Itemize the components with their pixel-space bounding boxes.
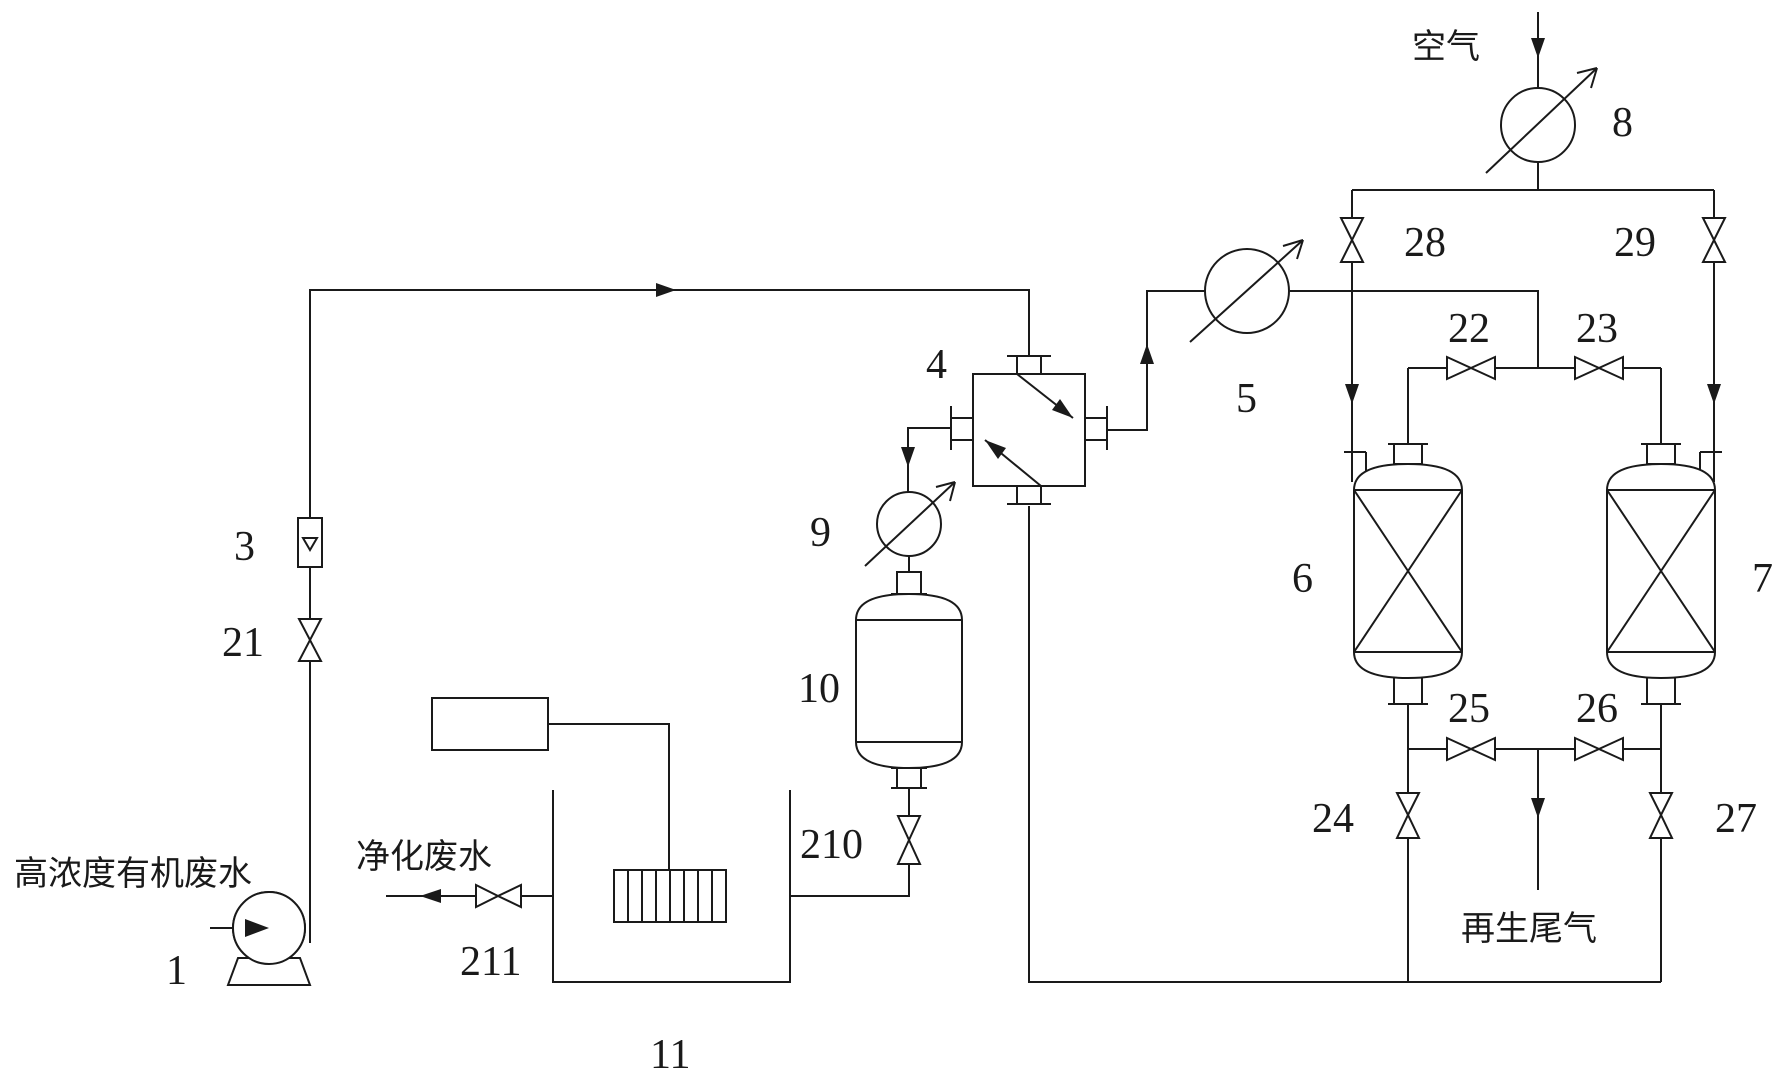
- label-valve-25: 25: [1448, 686, 1490, 732]
- label-valve-29: 29: [1614, 220, 1656, 266]
- pipe-heater5-out: [1290, 290, 1539, 368]
- arrow-feed-top: [656, 283, 676, 297]
- label-valve-210: 210: [800, 822, 863, 868]
- heater-9-arrow-line: [864, 481, 956, 567]
- flowmeter-body: [297, 517, 323, 568]
- heater-8: [1485, 67, 1598, 174]
- valve-25: [1446, 736, 1496, 762]
- separator-seams: [856, 619, 962, 743]
- adsorber-7: [1606, 443, 1722, 705]
- adsorber-7-bottom-nozzle: [1641, 678, 1681, 705]
- arrow-air-right: [1707, 384, 1721, 404]
- label-heater-9: 9: [810, 510, 831, 556]
- label-four-way-valve: 4: [926, 342, 947, 388]
- separator-neck-top: [891, 571, 927, 595]
- flowmeter: [297, 517, 323, 568]
- heater-8-arrow-head: [1576, 67, 1598, 89]
- four-way-valve-arrow-1: [1052, 399, 1073, 418]
- label-air: 空气: [1412, 27, 1480, 67]
- arrow-purified-out: [420, 889, 441, 903]
- four-way-valve-left-flange: [950, 406, 973, 450]
- pipe-return-header: [1028, 506, 1661, 983]
- four-way-valve-body: [972, 373, 1086, 487]
- adsorber-7-packing: [1606, 489, 1716, 653]
- label-heater-8: 8: [1612, 100, 1633, 146]
- label-valve-21: 21: [222, 620, 264, 666]
- pipe-air-header: [1352, 162, 1714, 191]
- four-way-valve-arrow-2: [985, 440, 1006, 459]
- separator: [855, 571, 963, 789]
- label-valve-23: 23: [1576, 306, 1618, 352]
- tank-heater-coil-segments: [627, 870, 713, 922]
- arrow-air-left: [1345, 384, 1359, 404]
- label-pump: 1: [166, 948, 187, 994]
- four-way-valve-bottom-flange: [1007, 486, 1051, 505]
- label-feed: 高浓度有机废水: [14, 854, 252, 894]
- label-heater-5: 5: [1236, 376, 1257, 422]
- valves: [297, 217, 1727, 909]
- tank-controller: [431, 697, 549, 751]
- heater-5-arrow-line: [1189, 239, 1304, 343]
- labels: 空气 高浓度有机废水 净化废水 再生尾气 1 3 4 5 6 7 8 9 10 …: [14, 27, 1773, 1078]
- label-valve-22: 22: [1448, 306, 1490, 352]
- pipe-to-heater-9: [907, 427, 951, 493]
- label-adsorber-7: 7: [1752, 556, 1773, 602]
- label-purified: 净化废水: [356, 837, 492, 877]
- valve-21: [297, 618, 323, 662]
- pipe-feed-top: [309, 289, 1030, 518]
- pump-impeller-arrow: [245, 919, 269, 937]
- four-way-valve: [950, 355, 1108, 505]
- adsorber-7-top-nozzle: [1641, 443, 1681, 465]
- label-valve-27: 27: [1715, 796, 1757, 842]
- flow-arrows: [245, 38, 1721, 936]
- arrow-air-in: [1531, 38, 1545, 58]
- flowmeter-float: [301, 537, 319, 552]
- label-valve-26: 26: [1576, 686, 1618, 732]
- label-adsorber-6: 6: [1292, 556, 1313, 602]
- valve-22: [1446, 355, 1496, 381]
- valve-29: [1701, 217, 1727, 263]
- label-regen-gas: 再生尾气: [1461, 909, 1597, 949]
- adsorber-6-packing: [1353, 489, 1463, 653]
- heater-8-arrow-line: [1485, 67, 1598, 174]
- valve-28: [1339, 217, 1365, 263]
- valve-210: [896, 815, 922, 865]
- separator-neck-bottom: [891, 767, 927, 789]
- valve-23: [1574, 355, 1624, 381]
- label-valve-28: 28: [1404, 220, 1446, 266]
- adsorber-6-top-nozzle: [1388, 443, 1428, 465]
- heater-5-arrow-head: [1282, 239, 1304, 260]
- label-separator: 10: [798, 666, 840, 712]
- pump: [226, 891, 312, 986]
- tank: [431, 697, 791, 983]
- pipe-controller: [548, 723, 670, 870]
- arrow-regen-out: [1531, 798, 1545, 818]
- heater-9-arrow-head: [935, 481, 956, 502]
- adsorber-6-bottom-nozzle: [1388, 678, 1428, 705]
- label-valve-211: 211: [460, 939, 521, 985]
- heater-9: [864, 481, 956, 567]
- arrow-to-heater-5: [1140, 344, 1154, 364]
- label-valve-24: 24: [1312, 796, 1354, 842]
- valve-24: [1395, 792, 1421, 839]
- heater-5: [1189, 239, 1304, 343]
- pipe-network: [210, 12, 1715, 983]
- four-way-valve-top-flange: [1007, 355, 1051, 374]
- arrow-to-heater-9: [901, 447, 915, 467]
- label-tank: 11: [650, 1032, 690, 1078]
- tank-walls: [552, 790, 791, 983]
- valve-27: [1648, 792, 1674, 839]
- valve-26: [1574, 736, 1624, 762]
- label-flowmeter: 3: [234, 524, 255, 570]
- adsorber-6: [1344, 443, 1463, 705]
- pipe-to-heater-5: [1107, 290, 1205, 431]
- valve-211: [475, 883, 522, 909]
- four-way-valve-right-flange: [1085, 406, 1108, 450]
